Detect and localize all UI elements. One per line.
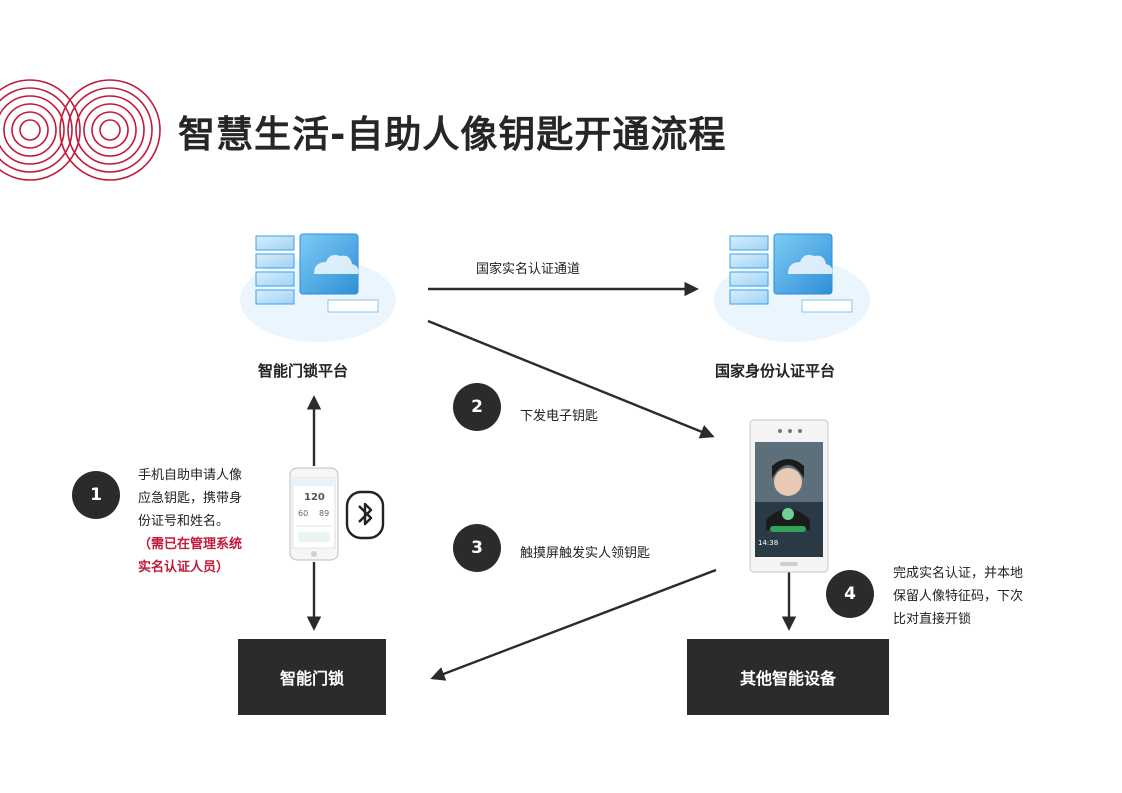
step4-note-line: 保留人像特征码，下次 [893, 589, 1024, 604]
step4-note-line: 比对直接开锁 [893, 612, 972, 627]
flow-arrows [306, 281, 797, 681]
edge-label-channel: 国家实名认证通道 [476, 262, 581, 277]
step1-note-requirement: 实名认证人员） [138, 560, 230, 575]
arrow-device-to-lock [430, 568, 717, 681]
device-time: 14:38 [758, 539, 779, 547]
step1-note-line: 手机自助申请人像 [138, 468, 243, 483]
step1-note: 手机自助申请人像 应急钥匙，携带身 份证号和姓名。 （需已在管理系统 实名认证人… [138, 464, 242, 579]
step-badge-2: 2 [453, 383, 501, 431]
cloud-server-icon-platform [240, 233, 396, 342]
concentric-circles-logo [0, 79, 161, 181]
step-badge-4: 4 [826, 570, 874, 618]
cloud-server-icon-national [714, 233, 870, 342]
edge-label-issue-key: 下发电子钥匙 [520, 409, 599, 424]
step4-note-line: 完成实名认证，并本地 [893, 566, 1024, 581]
step1-note-line: 应急钥匙，携带身 [138, 491, 243, 506]
phone-value-right: 89 [319, 509, 330, 518]
step1-note-requirement: （需已在管理系统 [138, 537, 243, 552]
phone-icon [289, 467, 339, 561]
node-label-platform: 智能门锁平台 [258, 362, 349, 380]
page-title: 智慧生活-自助人像钥匙开通流程 [178, 113, 727, 156]
phone-value-main: 120 [304, 492, 325, 503]
node-label-national: 国家身份认证平台 [715, 362, 836, 380]
bluetooth-icon [345, 490, 385, 540]
face-recognition-device [749, 419, 829, 573]
arrow-platform-to-device [427, 319, 715, 439]
node-smart-lock: 智能门锁 [238, 639, 386, 715]
step1-note-line: 份证号和姓名。 [138, 514, 230, 529]
edge-label-touch-screen: 触摸屏触发实人领钥匙 [520, 546, 651, 561]
step-badge-1: 1 [72, 471, 120, 519]
step4-note: 完成实名认证，并本地 保留人像特征码，下次 比对直接开锁 [893, 562, 1023, 631]
node-other-devices: 其他智能设备 [687, 639, 889, 715]
phone-value-left: 60 [298, 509, 309, 518]
step-badge-3: 3 [453, 524, 501, 572]
